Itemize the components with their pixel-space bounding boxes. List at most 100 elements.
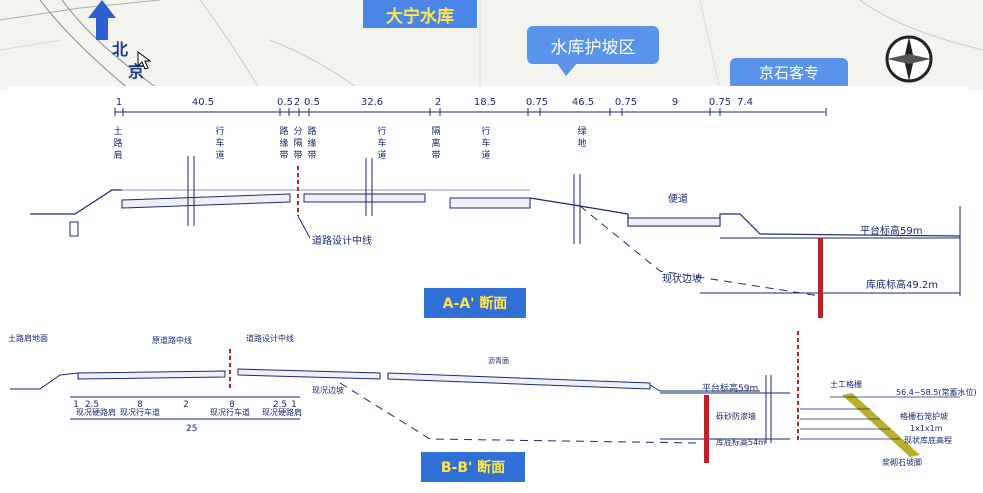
dim-value: 0.5 bbox=[304, 97, 320, 108]
column-label-char: 行 bbox=[481, 125, 490, 137]
section-b-pavement-1 bbox=[77, 370, 226, 380]
dim-value: 8 bbox=[137, 400, 143, 410]
section-b-gravel-wall: 砾砂防渗墙 bbox=[716, 411, 756, 421]
section-a-foot bbox=[69, 221, 79, 237]
section-a-ticks bbox=[114, 108, 827, 116]
dim-value: 1 bbox=[116, 97, 122, 108]
column-label-char: 地 bbox=[577, 137, 586, 149]
section-b-total: 25 bbox=[186, 424, 197, 434]
column-label-char: 道 bbox=[377, 149, 386, 161]
dim-value: 0.75 bbox=[709, 97, 731, 108]
section-a-sidewalk-label: 便道 bbox=[668, 192, 688, 205]
column-label: 现况行车道 bbox=[120, 407, 160, 417]
section-b-toe: 浆砌石坡脚 bbox=[882, 457, 922, 467]
column-label-char: 带 bbox=[279, 150, 288, 161]
column-label-char: 缘 bbox=[279, 137, 288, 149]
column-label-char: 缘 bbox=[307, 137, 316, 149]
dim-value: 2.5 bbox=[85, 400, 99, 410]
section-b-existing-slope-label: 现况边坡 bbox=[312, 385, 344, 395]
column-label-char: 土 bbox=[113, 125, 122, 137]
section-a-existing-slope bbox=[579, 205, 821, 297]
section-a-pile bbox=[818, 238, 823, 318]
column-label-char: 道 bbox=[215, 149, 224, 161]
section-b-pavement-3 bbox=[387, 372, 651, 390]
section-a-existing-slope-label: 现状边坡 bbox=[662, 272, 702, 285]
column-label-char: 分 bbox=[293, 126, 302, 137]
dim-value: 2.5 bbox=[273, 400, 287, 410]
column-label: 现况硬路肩 bbox=[76, 407, 116, 417]
section-b-left-slope bbox=[10, 372, 79, 390]
column-label-char: 隔 bbox=[431, 126, 440, 137]
column-label: 现况行车道 bbox=[210, 407, 250, 417]
section-a-pavement-1 bbox=[121, 193, 291, 209]
section-a-bottom-elev: 库底标高49.2m bbox=[866, 278, 938, 291]
column-label-char: 肩 bbox=[113, 149, 122, 161]
section-a-platform-elev: 平台标高59m bbox=[860, 224, 922, 237]
compass-icon bbox=[885, 35, 933, 83]
section-b-soil-ridge: 土工格栅 bbox=[830, 379, 862, 389]
column-label-char: 行 bbox=[215, 125, 224, 137]
section-a-sidewalk bbox=[627, 217, 721, 227]
section-b-water-level: 56.4~58.5(常蓄水位) bbox=[896, 387, 977, 397]
column-label-char: 带 bbox=[293, 150, 302, 161]
section-b-platform-elev: 平台标高59m bbox=[702, 382, 758, 394]
column-label-char: 隔 bbox=[293, 138, 302, 149]
column-label-char: 车 bbox=[215, 137, 224, 149]
dim-value: 9 bbox=[672, 97, 678, 108]
dim-value: 1 bbox=[73, 400, 79, 410]
dim-value: 0.5 bbox=[277, 97, 293, 108]
column-label-char: 带 bbox=[431, 150, 440, 161]
cursor-icon bbox=[137, 51, 152, 70]
column-label-char: 路 bbox=[307, 125, 316, 137]
callout-pointer bbox=[556, 62, 578, 76]
section-a-tag: A-A' 断面 bbox=[424, 288, 526, 318]
section-b-road-center-right: 道路设计中线 bbox=[246, 333, 294, 343]
dim-value: 18.5 bbox=[474, 97, 496, 108]
dim-value: 0.75 bbox=[615, 97, 637, 108]
section-b-bottom-elev: 库底标高54m bbox=[716, 437, 766, 447]
section-b-pavement-label: 沥青面 bbox=[488, 356, 509, 365]
column-label-char: 路 bbox=[113, 137, 122, 149]
section-b-existing-bank: 现状库底高程 bbox=[904, 435, 952, 445]
section-b-tag: B-B' 断面 bbox=[421, 452, 525, 482]
section-b-pavement-2 bbox=[237, 368, 381, 380]
section-b-road-center-left: 原道路中线 bbox=[152, 335, 192, 345]
dim-value: 2 bbox=[294, 97, 300, 108]
dim-value: 8 bbox=[229, 400, 235, 410]
column-label-char: 离 bbox=[431, 137, 440, 149]
section-b-riprap-size: 1x1x1m bbox=[910, 424, 943, 433]
dim-value: 0.75 bbox=[526, 97, 548, 108]
dim-value: 46.5 bbox=[572, 97, 594, 108]
slope-zone-callout: 水库护坡区 bbox=[527, 26, 659, 64]
section-b-left-label: 土路肩地面 bbox=[8, 333, 48, 343]
reservoir-label: 大宁水库 bbox=[363, 0, 477, 28]
section-b-pile bbox=[704, 395, 709, 463]
section-a-pavement-3 bbox=[449, 197, 531, 209]
column-label-char: 道 bbox=[481, 149, 490, 161]
section-b-dims: 1 2.5 8 2 8 2.5 1 bbox=[73, 400, 297, 410]
dim-value: 2 bbox=[183, 400, 189, 410]
map-background bbox=[0, 0, 983, 90]
column-label-char: 路 bbox=[279, 125, 288, 137]
map-text-north: 北 bbox=[112, 40, 129, 59]
column-label-char: 行 bbox=[377, 125, 386, 137]
column-label: 现况硬路肩 bbox=[262, 407, 302, 417]
dim-value: 32.6 bbox=[361, 97, 383, 108]
dim-value: 40.5 bbox=[192, 97, 214, 108]
section-a-road-center-label: 道路设计中线 bbox=[312, 234, 372, 247]
section-a-pavement-2 bbox=[303, 193, 426, 203]
column-label-char: 车 bbox=[481, 137, 490, 149]
section-b-riprap-label: 格栅石笼护坡 bbox=[900, 411, 948, 421]
column-label-char: 绿 bbox=[577, 125, 586, 137]
map-text-capital: 京 bbox=[128, 62, 145, 81]
column-label-char: 带 bbox=[307, 150, 316, 161]
section-b-existing-slope bbox=[339, 382, 701, 444]
dim-value: 1 bbox=[291, 400, 297, 410]
north-arrow-icon bbox=[88, 0, 116, 40]
dim-value: 7.4 bbox=[737, 97, 753, 108]
dim-value: 2 bbox=[435, 97, 441, 108]
